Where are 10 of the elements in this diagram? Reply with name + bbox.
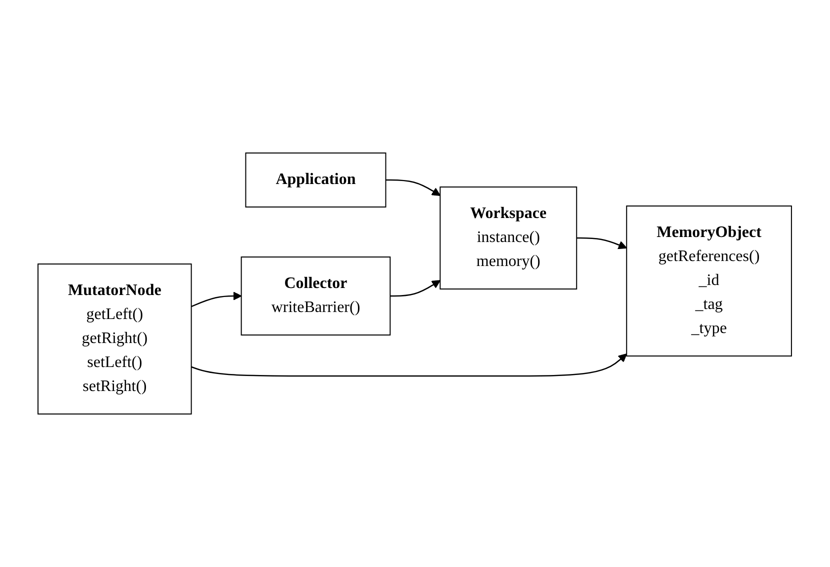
node-box: MemoryObject getReferences() _id _tag _type <box>626 206 792 356</box>
node-box: Collector writeBarrier() <box>241 256 391 336</box>
node-box: MutatorNode getLeft() getRight() setLeft() setRight() <box>38 264 192 414</box>
node-box: Application <box>246 152 386 208</box>
arrow <box>191 354 628 377</box>
arrow <box>390 280 441 297</box>
node-box: Workspace instance() memory() <box>440 186 578 290</box>
arrow <box>386 179 441 196</box>
arrow <box>191 292 242 308</box>
arrow <box>576 237 628 250</box>
